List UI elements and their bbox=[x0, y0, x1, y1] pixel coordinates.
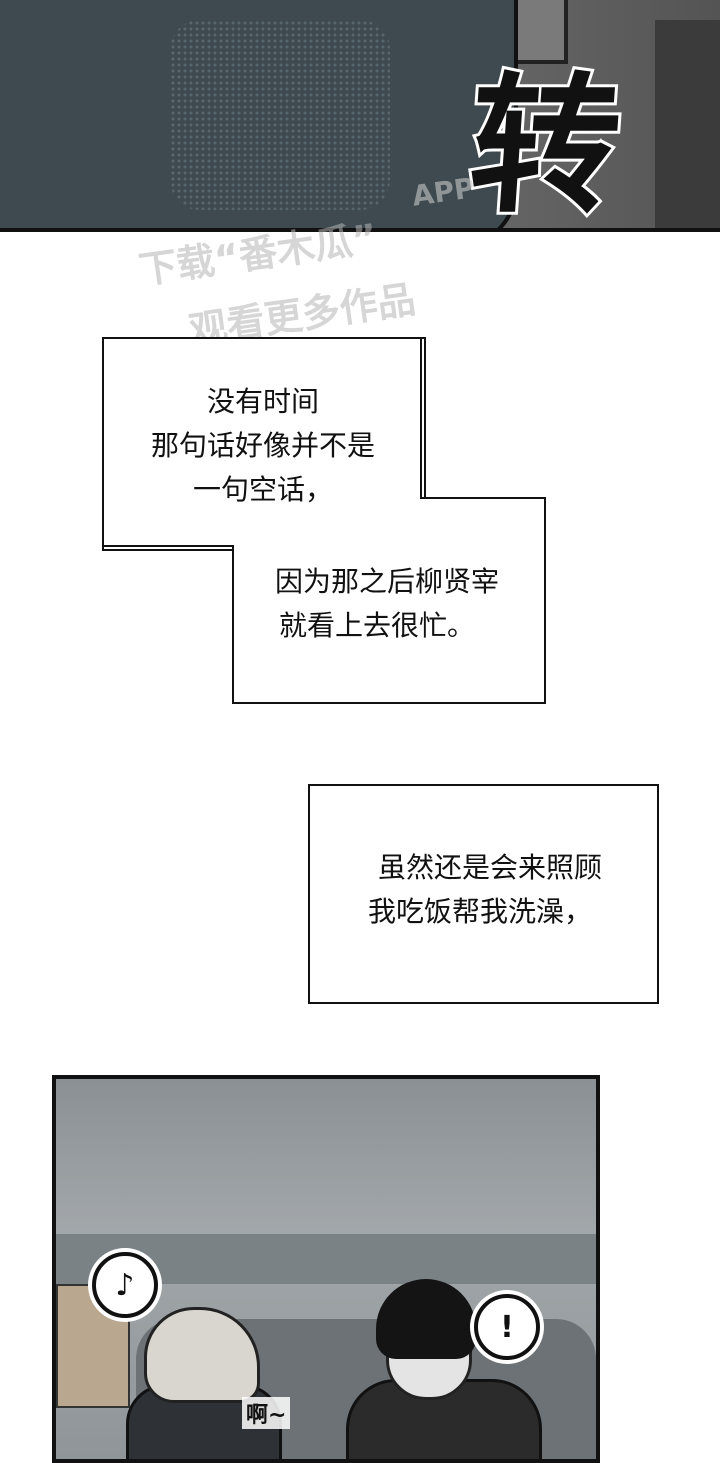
top-comic-panel bbox=[0, 0, 720, 232]
blond-character-head bbox=[144, 1307, 260, 1403]
narration-text: 一句空话， bbox=[192, 473, 333, 506]
music-note-icon: ♪ bbox=[115, 1267, 135, 1303]
sound-effect-text: 转 bbox=[461, 57, 629, 237]
dialog-text: 啊~ bbox=[242, 1397, 291, 1429]
narration-text: 没有时间 bbox=[206, 385, 319, 418]
narration-text: 我吃饭帮我洗澡， bbox=[367, 895, 592, 928]
narration-text: 就看上去很忙。 bbox=[278, 609, 475, 642]
dark-hair-character-hair bbox=[376, 1279, 476, 1359]
exclamation-bubble: ! bbox=[474, 1294, 540, 1360]
door-edge bbox=[655, 20, 720, 228]
narration-box-1-bottom-edge bbox=[102, 545, 234, 547]
shirt-print bbox=[170, 20, 390, 210]
narration-text: 虽然还是会来照顾 bbox=[377, 851, 602, 884]
narration-text: 那句话好像并不是 bbox=[150, 429, 375, 462]
narration-text: 因为那之后柳贤宰 bbox=[274, 565, 499, 598]
music-note-bubble: ♪ bbox=[92, 1252, 158, 1318]
narration-box-2-fill bbox=[234, 499, 540, 698]
bottom-comic-panel: ♪ ! 啊~ bbox=[52, 1075, 600, 1463]
narration-box-1-edge bbox=[420, 337, 422, 499]
exclamation-icon: ! bbox=[500, 1309, 514, 1345]
narration-box-3 bbox=[308, 784, 659, 1004]
